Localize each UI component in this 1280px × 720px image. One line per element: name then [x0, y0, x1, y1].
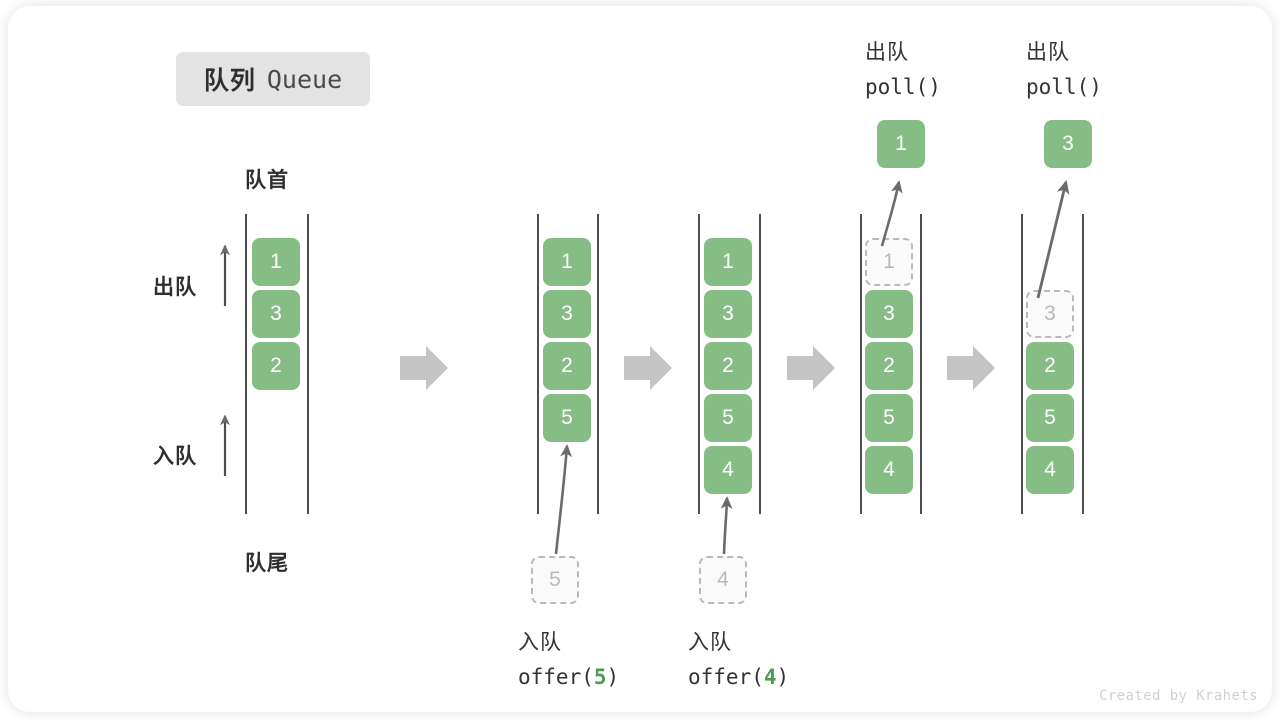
queue-node: 5 [1026, 394, 1074, 442]
rail-stage1-left [245, 214, 247, 514]
rail-stage3-right [759, 214, 761, 514]
poll-caption-2-fn: poll() [1026, 75, 1102, 100]
offer-arg-5: 5 [593, 665, 607, 690]
step-arrow [947, 346, 995, 390]
offer-caption-4-cn: 入队 [688, 631, 732, 654]
offer-5-flow-arrow [554, 444, 573, 555]
poll-caption-1-fn: poll() [865, 75, 941, 100]
offer-caption-5-fn: offer(5) [518, 665, 620, 690]
dequeue-direction-label: 出队 [153, 276, 197, 299]
queue-node: 1 [704, 238, 752, 286]
rail-stage1-right [307, 214, 309, 514]
offer-arg-4: 4 [763, 665, 777, 690]
diagram-card: 队列 Queue 队首 队尾 出队 入队 出队 poll() 出队 poll()… [8, 6, 1272, 712]
queue-node: 4 [1026, 446, 1074, 494]
diagram-stage: 队列 Queue 队首 队尾 出队 入队 出队 poll() 出队 poll()… [8, 6, 1272, 712]
step-arrow [624, 346, 672, 390]
offer-4-flow-arrow [720, 496, 733, 555]
queue-node: 2 [865, 342, 913, 390]
step-arrow [787, 346, 835, 390]
rail-stage4-right [920, 214, 922, 514]
title-english: Queue [266, 64, 343, 94]
queue-node: 4 [704, 446, 752, 494]
rail-stage5-left [1021, 214, 1023, 514]
incoming-ghost-node: 5 [531, 556, 579, 604]
queue-node: 1 [543, 238, 591, 286]
queue-node: 1 [252, 238, 300, 286]
polled-node: 1 [877, 120, 925, 168]
poll-caption-1: 出队 poll() [865, 36, 941, 104]
queue-node: 4 [865, 446, 913, 494]
queue-node: 3 [704, 290, 752, 338]
watermark-credit: Created by Krahets [1099, 688, 1258, 704]
queue-node: 2 [1026, 342, 1074, 390]
queue-head-label: 队首 [245, 169, 289, 192]
rail-stage2-right [597, 214, 599, 514]
queue-node: 2 [543, 342, 591, 390]
queue-node: 2 [252, 342, 300, 390]
poll-caption-2: 出队 poll() [1026, 36, 1102, 104]
offer-caption-5: 入队 offer(5) [518, 626, 619, 694]
enqueue-direction-label: 入队 [153, 445, 197, 468]
rail-stage5-right [1082, 214, 1084, 514]
poll-caption-2-cn: 出队 [1026, 41, 1070, 64]
rail-stage3-left [698, 214, 700, 514]
poll-1-flow-arrow [880, 180, 903, 247]
queue-node: 3 [543, 290, 591, 338]
poll-caption-1-cn: 出队 [865, 41, 909, 64]
outgoing-ghost-node: 3 [1026, 290, 1074, 338]
queue-node: 3 [252, 290, 300, 338]
queue-node: 5 [543, 394, 591, 442]
title-chinese: 队列 [203, 67, 256, 95]
rail-stage2-left [537, 214, 539, 514]
rail-stage4-left [860, 214, 862, 514]
offer-caption-4-fn: offer(4) [688, 665, 790, 690]
diagram-title-chip: 队列 Queue [176, 52, 370, 106]
queue-node: 2 [704, 342, 752, 390]
poll-2-flow-arrow [1036, 180, 1070, 299]
queue-node: 5 [865, 394, 913, 442]
offer-caption-4: 入队 offer(4) [688, 626, 789, 694]
polled-node: 3 [1044, 120, 1092, 168]
outgoing-ghost-node: 1 [865, 238, 913, 286]
offer-caption-5-cn: 入队 [518, 631, 562, 654]
incoming-ghost-node: 4 [699, 556, 747, 604]
queue-tail-label: 队尾 [245, 552, 289, 575]
queue-node: 5 [704, 394, 752, 442]
queue-node: 3 [865, 290, 913, 338]
step-arrow [400, 346, 448, 390]
